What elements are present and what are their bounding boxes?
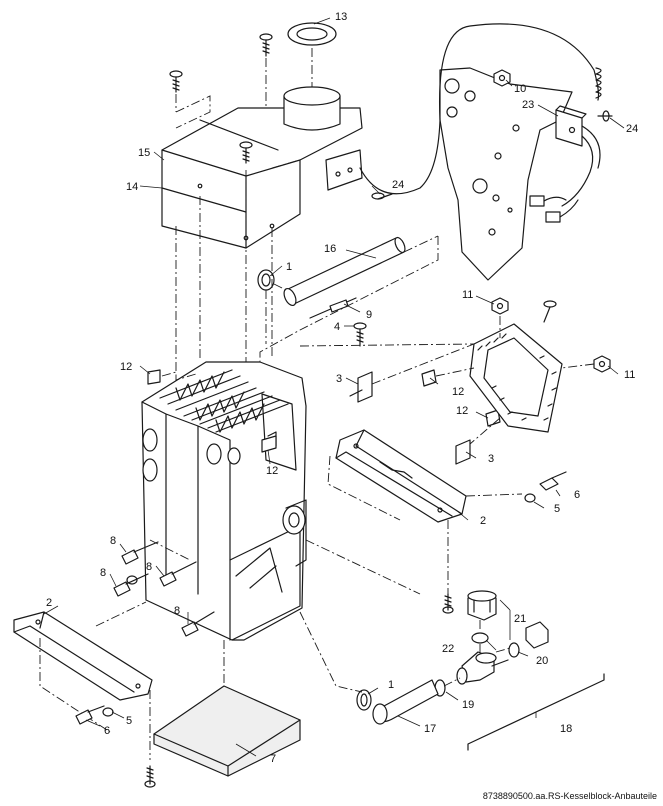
callout-6-left: 6 [104,725,110,737]
part-10-nut [493,69,511,87]
boiler-block [141,361,307,641]
callout-12-mid: 12 [452,386,464,398]
part-5-washer-left [102,707,114,717]
callout-9: 9 [366,309,372,321]
part-8-bolt-1 [121,541,159,565]
drawing-reference-code: 8738890500.aa.RS-Kesselblock-Anbauteile [482,791,657,801]
callout-11-right: 11 [624,369,635,381]
callout-21: 21 [514,613,526,625]
callout-22: 22 [442,643,454,655]
part-9-electrode [309,297,357,319]
part-4-screw [353,322,367,347]
part-6-bolt-left [75,705,105,725]
callout-2-left: 2 [46,597,52,609]
callout-7: 7 [270,753,276,765]
screw-top-left [169,70,183,112]
part-11-nut-top [491,297,509,315]
ignition-cable [359,23,600,195]
callout-24-right: 24 [626,123,638,135]
callout-1-upper: 1 [286,261,292,273]
part-14-hood-box [161,86,363,249]
part-8-bolt-3 [159,561,197,587]
screw-frame-top [543,300,557,323]
part-16-burner-tube [283,236,406,307]
callout-15: 15 [138,147,150,159]
part-11-nut-right [593,355,611,373]
callout-14: 14 [126,181,138,193]
callout-8-1: 8 [110,535,116,547]
burner-frame [469,323,563,433]
part-21-union [467,590,497,621]
tee-fitting [456,651,509,685]
callout-6-right: 6 [574,489,580,501]
callout-11-top: 11 [462,289,473,301]
part-3-bracket-upper [349,371,373,403]
part-17-elbow-pipe [372,679,439,725]
part-2-rail-left [13,611,153,701]
callout-20: 20 [536,655,548,667]
screw-bottom-center [442,593,454,614]
part-6-bolt-right [539,471,567,491]
callout-19: 19 [462,699,474,711]
callout-16: 16 [324,243,336,255]
cable-connectors [529,195,579,223]
callout-24-left: 24 [392,179,404,191]
part-5-washer-right [524,493,536,503]
callout-labels: 13 10 23 24 15 14 24 16 1 9 4 11 11 12 3… [46,11,638,765]
callout-5-left: 5 [126,715,132,727]
callout-8-3: 8 [146,561,152,573]
callout-4: 4 [334,321,340,333]
callout-2-right: 2 [480,515,486,527]
screw-hood-middle [239,141,253,164]
callout-13: 13 [335,11,347,23]
callout-12-left: 12 [120,361,132,373]
screw-bottom-left [144,765,156,788]
callout-18: 18 [560,723,572,735]
part-24-screw-left [371,192,393,200]
part-13-gasket [287,22,337,92]
part-23-ignition-module [555,105,601,207]
part-1-seal-lower [356,689,372,711]
part-22-washer [471,632,489,644]
part-8-bolt-2 [113,573,149,597]
part-24-screw-right [597,110,613,122]
coil-spring [595,67,602,99]
callout-17: 17 [424,723,436,735]
part-20-nut [508,621,549,658]
callout-8-4: 8 [174,605,180,617]
callout-5-right: 5 [554,503,560,515]
callout-12-right: 12 [456,405,468,417]
callout-10: 10 [514,83,526,95]
callout-1-lower: 1 [388,679,394,691]
part-3-bracket-lower [455,439,471,465]
part-2-rail-right [335,429,467,523]
part-7-base-mat [153,685,301,777]
part-12-clip-left [147,369,161,385]
callout-3-upper: 3 [336,373,342,385]
part-12-clip-right [485,409,501,427]
part-12-clip-block [261,435,277,453]
callout-8-2: 8 [100,567,106,579]
part-8-bolt-4 [181,611,215,637]
callout-3-lower: 3 [488,453,494,465]
callout-23: 23 [522,99,534,111]
part-12-clip-mid [421,369,437,387]
callout-12-block: 12 [266,465,278,477]
mounting-plate [439,67,573,281]
leader-lines [43,17,625,757]
